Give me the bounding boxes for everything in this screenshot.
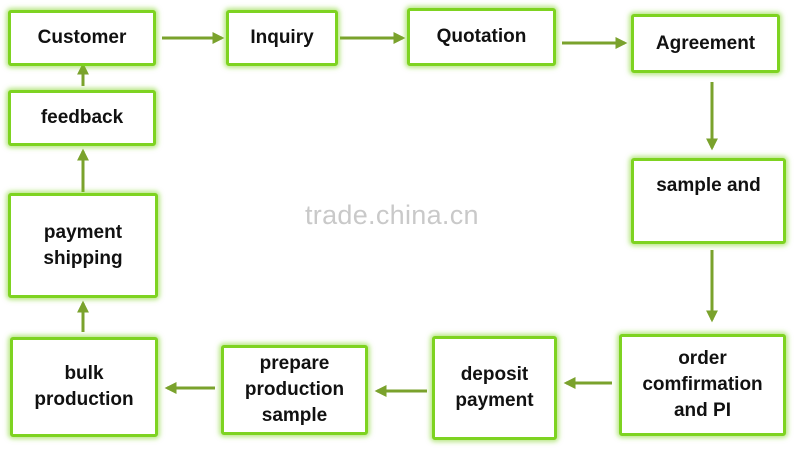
node-feedback: feedback xyxy=(8,90,156,146)
node-prepare: prepare production sample xyxy=(221,345,368,435)
node-deposit: deposit payment xyxy=(432,336,557,440)
node-quotation: Quotation xyxy=(407,8,556,66)
node-payment-shipping: payment shipping xyxy=(8,193,158,298)
node-bulk: bulk production xyxy=(10,337,158,437)
watermark: trade.china.cn xyxy=(305,200,479,230)
node-order: order comfirmation and PI xyxy=(619,334,786,436)
node-agreement: Agreement xyxy=(631,14,780,73)
node-customer: Customer xyxy=(8,10,156,66)
node-inquiry: Inquiry xyxy=(226,10,338,66)
node-sample: sample and xyxy=(631,158,786,244)
